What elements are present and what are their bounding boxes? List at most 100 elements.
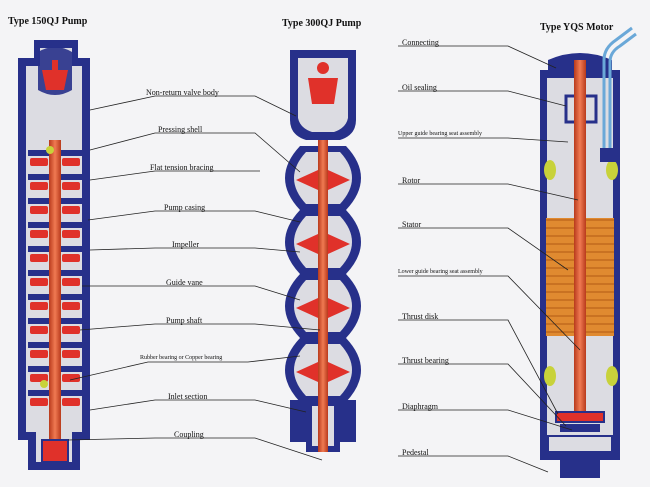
- pump300-impeller-vane: [328, 170, 350, 190]
- label-non-return-valve-body: Non-return valve body: [146, 88, 219, 97]
- motor-winding-top-right: [606, 160, 618, 180]
- motor-winding-bottom-left: [544, 366, 556, 386]
- label-pedestal: Pedestal: [402, 448, 429, 457]
- pump150-shaft: [49, 140, 61, 460]
- pump150-valve-disc: [42, 70, 68, 90]
- motor-leader-line: [398, 45, 557, 69]
- pump150-impeller-blade: [62, 278, 80, 286]
- pump-leader-line: [89, 247, 301, 253]
- pump300-impeller-vane: [296, 362, 318, 382]
- motor-leader-line: [398, 183, 579, 201]
- pump300-impeller-vane: [328, 362, 350, 382]
- pump150-impeller-blade: [62, 302, 80, 310]
- pump150-impeller-blade: [62, 398, 80, 406]
- label-flat-tension-bracing: Flat tension bracing: [150, 163, 214, 172]
- label-upper-guide-bearing: Upper guide bearing seat assembly: [398, 131, 482, 137]
- label-rubber-bearing: Rubber bearing or Copper bearing: [140, 355, 223, 361]
- motor-pedestal: [547, 435, 613, 453]
- pump-leader-line: [82, 285, 301, 301]
- pump150-impeller-blade: [30, 206, 48, 214]
- label-impeller: Impeller: [172, 240, 200, 249]
- motor-leader-line: [398, 227, 569, 271]
- label-pump-casing: Pump casing: [164, 203, 206, 212]
- pump-leader-line: [89, 170, 260, 181]
- motor-leader-line: [398, 137, 569, 143]
- motor-leader-line: [398, 90, 567, 107]
- label-rotor: Rotor: [402, 176, 421, 185]
- pump-leader-line: [67, 437, 323, 461]
- label-pressing-shell: Pressing shell: [158, 125, 203, 134]
- motor-leader-line: [398, 455, 549, 473]
- motor-cable-2: [608, 32, 637, 162]
- pump-300qj-drawing: [285, 50, 361, 452]
- pump300-impeller-vane: [296, 234, 318, 254]
- pump-leader-line: [87, 210, 301, 223]
- label-inlet-section: Inlet section: [168, 392, 208, 401]
- motor-cable-gland: [600, 148, 616, 162]
- pump150-impeller-blade: [62, 374, 80, 382]
- motor-stator-left: [546, 218, 574, 336]
- pump-150qj-drawing: [18, 40, 90, 470]
- pump300-impeller-vane: [328, 234, 350, 254]
- pump300-impeller-vane: [328, 298, 350, 318]
- pump-leader-line: [89, 399, 307, 413]
- pump150-coupling: [41, 439, 69, 463]
- pump300-shaft: [318, 140, 328, 452]
- pump150-bearing-dot: [40, 380, 48, 388]
- pump150-impeller-blade: [62, 326, 80, 334]
- pump300-title: Type 300QJ Pump: [282, 18, 362, 29]
- pump150-impeller-blade: [62, 158, 80, 166]
- pump150-valve-stem: [52, 60, 58, 72]
- pump150-bearing-dot: [46, 146, 54, 154]
- label-thrust-bearing: Thrust bearing: [402, 356, 449, 365]
- pump150-impeller-blade: [30, 230, 48, 238]
- label-lower-guide-bearing: Lower guide bearing seat assembly: [398, 269, 483, 275]
- pump150-inlet-left: [20, 400, 26, 434]
- label-coupling: Coupling: [174, 430, 204, 439]
- motor-winding-top-left: [544, 160, 556, 180]
- pump150-inlet-right: [84, 400, 90, 434]
- pump150-impeller-blade: [62, 254, 80, 262]
- pump150-impeller-blade: [30, 374, 48, 382]
- pump-leader-line: [89, 95, 297, 117]
- motor-leader-line: [398, 319, 559, 415]
- label-thrust-disk: Thrust disk: [402, 312, 439, 321]
- leader-lines: [67, 45, 581, 473]
- pump150-impeller-blade: [30, 326, 48, 334]
- pump150-impeller-blade: [30, 398, 48, 406]
- pump300-valve: [308, 78, 338, 104]
- pump150-impeller-blade: [62, 350, 80, 358]
- pump150-impeller-blade: [62, 206, 80, 214]
- motor-leader-line: [398, 275, 581, 351]
- label-guide-vane: Guide vane: [166, 278, 203, 287]
- label-oil-sealing: Oil sealing: [402, 83, 437, 92]
- motor-yqs-drawing: [540, 26, 637, 478]
- pump150-title: Type 150QJ Pump: [8, 16, 88, 27]
- motor-winding-bottom-right: [606, 366, 618, 386]
- label-diaphragm: Diaphragm: [402, 402, 438, 411]
- pump-leader-line: [69, 355, 301, 381]
- pump150-impeller-blade: [30, 158, 48, 166]
- pump300-impeller-vane: [296, 298, 318, 318]
- motor-thrust-disk: [555, 411, 605, 423]
- pump150-impeller-blade: [30, 254, 48, 262]
- pump150-impeller-blade: [30, 350, 48, 358]
- label-connecting: Connecting: [402, 38, 439, 47]
- pump150-impeller-blade: [30, 302, 48, 310]
- pump150-impeller-blade: [62, 182, 80, 190]
- motor-cable: [602, 26, 633, 162]
- motor-thrust-bearing: [560, 424, 600, 432]
- motor-leader-line: [398, 363, 567, 427]
- label-stator: Stator: [402, 220, 422, 229]
- motor-leader-line: [398, 409, 573, 431]
- pump300-valve-cap: [317, 62, 329, 74]
- motor-rotor-shaft: [574, 60, 586, 420]
- pump-leader-line: [89, 132, 301, 173]
- pump150-impeller-blade: [30, 278, 48, 286]
- pump-leader-line: [79, 323, 321, 331]
- pump150-impeller-blade: [62, 230, 80, 238]
- pump150-impeller-blade: [30, 182, 48, 190]
- motor-stator-right: [586, 218, 614, 336]
- motor-title: Type YQS Motor: [540, 22, 614, 33]
